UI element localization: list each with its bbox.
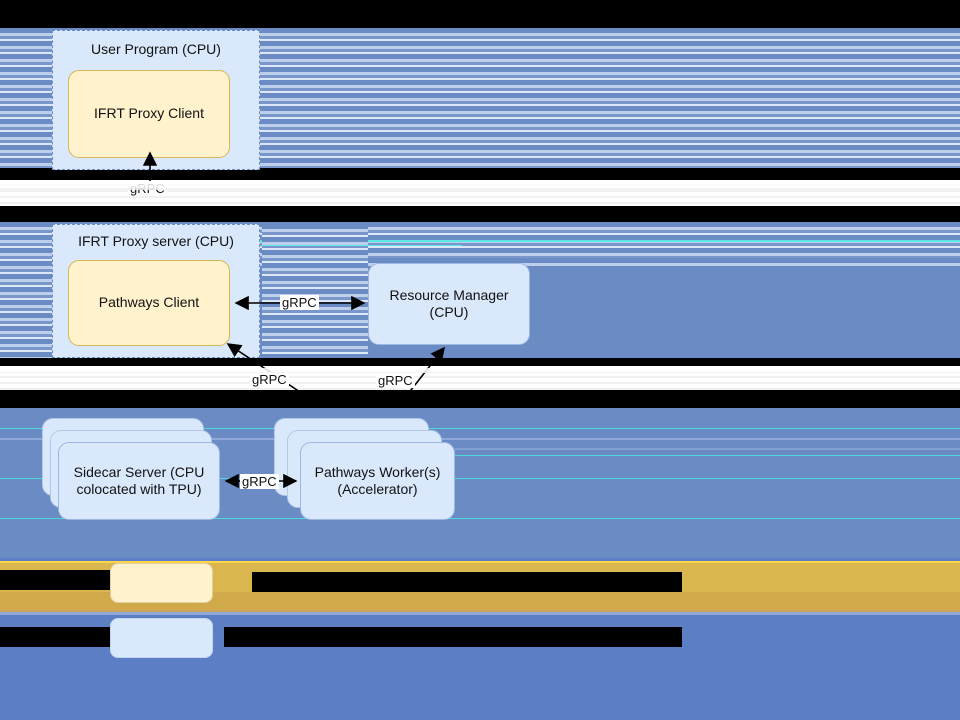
node-resource-manager-label-line2: (CPU)	[429, 304, 469, 320]
corruption-line	[0, 518, 960, 519]
corruption-band	[0, 168, 960, 180]
corruption-line	[0, 478, 960, 479]
corruption-band	[0, 392, 960, 406]
corruption-line	[455, 455, 960, 456]
node-resource-manager[interactable]: Resource Manager (CPU)	[368, 263, 530, 345]
corruption-line	[0, 438, 960, 440]
node-sidecar-server-label-line1: Sidecar Server (CPU	[73, 463, 205, 480]
corruption-line	[0, 610, 960, 612]
corruption-band	[0, 570, 110, 590]
corruption-line	[0, 612, 960, 615]
corruption-band	[0, 627, 110, 647]
node-ifrt-proxy-server-label: IFRT Proxy server (CPU)	[78, 233, 234, 249]
node-sidecar-server-label-line2: colocated with TPU)	[76, 481, 202, 497]
corruption-band	[0, 206, 960, 222]
corruption-whiteband	[0, 368, 960, 373]
node-pathways-workers-label-line2: (Accelerator)	[337, 481, 418, 497]
edge-label-grpc-sidecar-client: gRPC	[250, 372, 289, 387]
edge-label-grpc-sidecar-workers: gRPC	[240, 474, 279, 489]
node-sidecar-server[interactable]: Sidecar Server (CPU colocated with TPU)	[58, 442, 220, 520]
corruption-band	[0, 358, 960, 366]
edge-label-grpc-workers-rm: gRPC	[376, 373, 415, 388]
corruption-stripes-overlay	[262, 224, 368, 358]
node-user-program-label: User Program (CPU)	[91, 41, 221, 57]
node-pathways-workers[interactable]: Pathways Worker(s) (Accelerator)	[300, 442, 455, 520]
corruption-line	[0, 561, 960, 563]
node-pathways-client-label: Pathways Client	[98, 294, 200, 311]
corruption-line	[0, 428, 960, 429]
legend-label-yellow	[252, 572, 682, 592]
legend-swatch-blue	[110, 618, 213, 658]
corruption-stripes	[0, 258, 960, 266]
corruption-line	[0, 240, 960, 242]
corruption-band	[0, 0, 960, 28]
corruption-gold-band	[0, 592, 960, 610]
legend-label-blue	[224, 627, 682, 647]
corruption-band	[224, 627, 260, 647]
corruption-stripes	[0, 28, 52, 168]
corruption-whiteband	[0, 184, 960, 190]
corruption-stripes	[0, 222, 52, 358]
corruption-line	[262, 245, 462, 246]
legend-swatch-yellow	[110, 563, 213, 603]
node-ifrt-proxy-client-label: IFRT Proxy Client	[94, 105, 204, 122]
node-pathways-client[interactable]: Pathways Client	[68, 260, 230, 346]
corruption-line	[455, 448, 960, 450]
node-resource-manager-label-line1: Resource Manager	[389, 286, 509, 303]
node-ifrt-proxy-client[interactable]: IFRT Proxy Client	[68, 70, 230, 158]
corruption-stripes-overlay	[262, 28, 960, 168]
edge-label-grpc-resource-manager: gRPC	[280, 295, 319, 310]
node-pathways-workers-label-line1: Pathways Worker(s)	[314, 463, 441, 480]
